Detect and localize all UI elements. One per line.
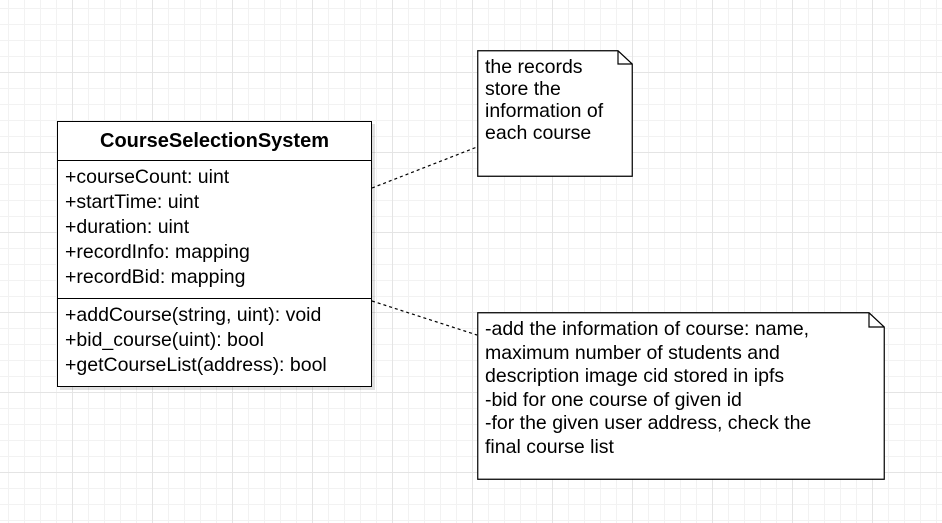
note-line: maximum number of students and [485,341,780,364]
note-line: description image cid stored in ipfs [485,365,785,387]
connector-operations-to-note2 [371,300,478,336]
note-line: the records [485,56,583,78]
uml-class-box[interactable]: CourseSelectionSystem +courseCount: uint… [57,121,372,387]
note-line: each course [485,122,592,144]
attribute-row: +duration: uint [65,216,190,238]
note-line: information of [485,100,604,122]
operation-row: +getCourseList(address): bool [65,354,327,376]
note-line: -add the information of course: name, [485,318,810,340]
attribute-row: +recordInfo: mapping [65,241,250,263]
note-shape [477,50,633,177]
note-line: -for the given user address, check the [485,412,812,434]
note-line: store the [485,78,561,100]
operation-row: +addCourse(string, uint): void [65,304,322,326]
attribute-row: +startTime: uint [65,191,200,213]
class-attributes: +courseCount: uint +startTime: uint +dur… [58,161,371,299]
note-operations[interactable]: -add the information of course: name, ma… [477,312,885,480]
connector-attributes-to-note1 [371,146,478,189]
attribute-row: +recordBid: mapping [65,266,246,288]
note-line: final course list [485,435,614,458]
attribute-row: +courseCount: uint [65,166,230,188]
operation-row: +bid_course(uint): bool [65,329,264,351]
class-name: CourseSelectionSystem [58,122,371,161]
note-line: -bid for one course of given id [485,388,742,411]
note-records[interactable]: the records store the information of eac… [477,50,633,177]
class-operations: +addCourse(string, uint): void +bid_cour… [58,299,371,378]
note-text: -add the information of course: name, ma… [485,318,811,459]
note-shape [477,312,885,480]
note-text: the records store the information of eac… [485,56,603,144]
